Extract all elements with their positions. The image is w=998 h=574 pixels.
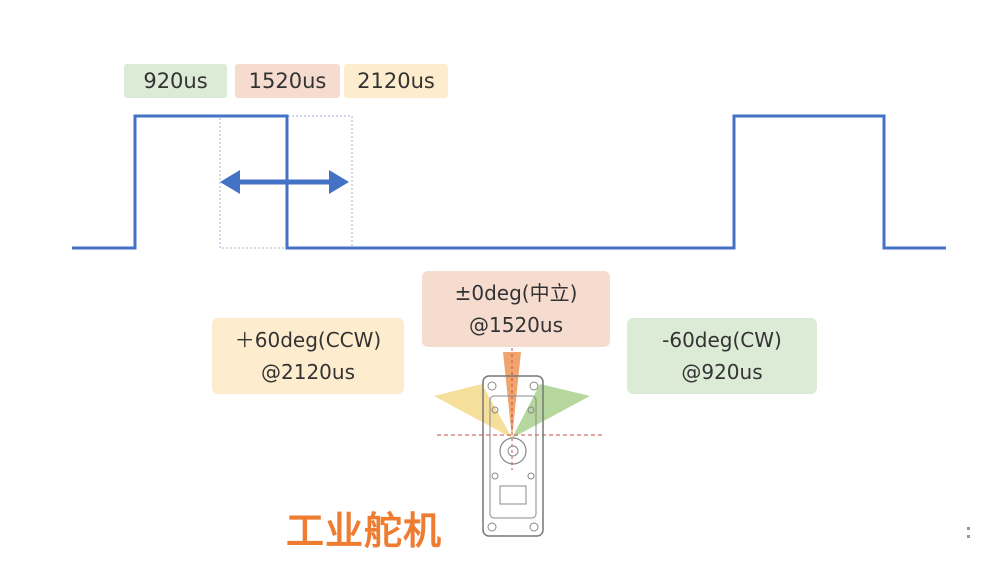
servo-icon — [434, 348, 605, 537]
cw-pulse: @920us — [681, 360, 763, 384]
center-pulse: @1520us — [469, 313, 563, 337]
ccw-position-label: ＋60deg(CCW) @2120us — [212, 318, 404, 394]
tag-1520us: 1520us — [235, 64, 340, 98]
tag-2120us: 2120us — [344, 64, 448, 98]
double-arrow-icon — [220, 170, 349, 194]
caption-industrial-servo: 工业舵机 — [286, 509, 443, 553]
center-angle: ±0deg(中立) — [454, 281, 578, 305]
center-position-label: ±0deg(中立) @1520us — [422, 271, 610, 347]
decor-dot — [967, 535, 970, 538]
tag-920us: 920us — [124, 64, 227, 98]
cw-position-label: -60deg(CW) @920us — [627, 318, 817, 394]
signal-line — [72, 114, 946, 250]
ccw-angle: ＋60deg(CCW) — [234, 328, 382, 352]
ccw-pulse: @2120us — [261, 360, 355, 384]
decor-dot — [967, 527, 970, 530]
cw-angle: -60deg(CW) — [662, 328, 782, 352]
